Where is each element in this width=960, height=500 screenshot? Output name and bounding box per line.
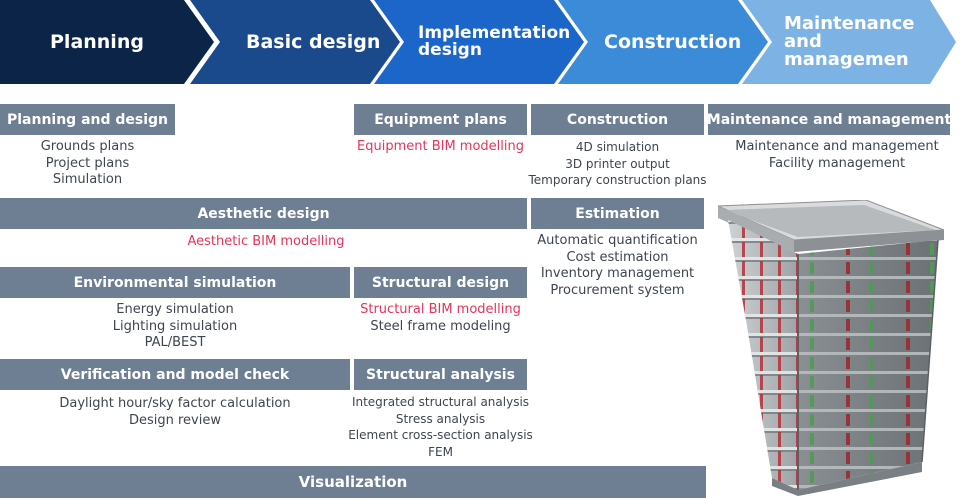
list-environmental-simulation: Energy simulation Lighting simulation PA… bbox=[0, 302, 350, 352]
list-item: Maintenance and management bbox=[735, 139, 939, 154]
stage-label-maintenance: Maintenance and managemen bbox=[784, 13, 915, 70]
stage-arrow-planning: Planning bbox=[0, 0, 214, 84]
header-maintenance: Maintenance and management bbox=[707, 104, 951, 135]
stage-label-construction: Construction bbox=[604, 30, 742, 53]
list-item: Stress analysis bbox=[395, 411, 486, 426]
header-planning-design: Planning and design bbox=[0, 104, 175, 135]
list-item: PAL/BEST bbox=[144, 335, 206, 350]
list-item: FEM bbox=[428, 444, 453, 459]
header-environmental-simulation: Environmental simulation bbox=[0, 267, 350, 298]
list-item: Facility management bbox=[768, 155, 906, 171]
header-visualization: Visualization bbox=[0, 466, 706, 498]
list-item: Simulation bbox=[52, 172, 123, 187]
list-construction: 4D simulation 3D printer output Temporar… bbox=[524, 139, 711, 189]
header-structural-analysis: Structural analysis bbox=[354, 359, 527, 390]
list-structural-design: Structural BIM modelling Steel frame mod… bbox=[347, 302, 534, 335]
header-structural-design: Structural design bbox=[354, 267, 527, 298]
stage-arrow-maintenance: Maintenance and managemen bbox=[742, 0, 960, 84]
stage-arrow-construction: Construction bbox=[558, 0, 768, 84]
header-aesthetic-design: Aesthetic design bbox=[0, 198, 527, 229]
list-item: Project plans bbox=[45, 155, 130, 171]
list-planning-design: Grounds plans Project plans Simulation bbox=[0, 139, 175, 189]
stage-arrow-implementation-design: Implementation design bbox=[374, 0, 584, 84]
list-estimation: Automatic quantification Cost estimation… bbox=[524, 233, 711, 299]
list-item: Grounds plans bbox=[40, 139, 135, 154]
list-item: Daylight hour/sky factor calculation bbox=[59, 396, 291, 411]
stage-arrow-basic-design: Basic design bbox=[190, 0, 400, 84]
list-item: Lighting simulation bbox=[112, 318, 238, 334]
list-item: Equipment BIM modelling bbox=[357, 139, 524, 154]
list-item: Element cross-section analysis bbox=[348, 428, 533, 442]
header-equipment-plans: Equipment plans bbox=[354, 104, 527, 135]
list-item: Steel frame modeling bbox=[370, 318, 511, 334]
stage-label-implementation-design: Implementation design bbox=[418, 23, 571, 60]
stage-label-planning: Planning bbox=[50, 30, 144, 53]
list-verification: Daylight hour/sky factor calculation Des… bbox=[0, 396, 350, 429]
list-item: Inventory management bbox=[540, 266, 695, 281]
list-item: Integrated structural analysis bbox=[351, 395, 530, 409]
list-item: Design review bbox=[128, 412, 221, 428]
list-item: 3D printer output bbox=[565, 156, 670, 171]
list-item: Energy simulation bbox=[116, 302, 234, 317]
list-item: Cost estimation bbox=[566, 249, 669, 265]
stage-label-basic-design: Basic design bbox=[246, 30, 381, 53]
list-item: Automatic quantification bbox=[537, 233, 698, 248]
list-equipment-plans: Equipment BIM modelling bbox=[354, 139, 527, 156]
list-item: Structural BIM modelling bbox=[360, 302, 521, 317]
list-item: 4D simulation bbox=[575, 140, 660, 154]
list-maintenance: Maintenance and management Facility mana… bbox=[708, 139, 960, 172]
list-structural-analysis: Integrated structural analysis Stress an… bbox=[340, 394, 541, 460]
list-item: Temporary construction plans bbox=[528, 173, 707, 187]
list-item: Aesthetic BIM modelling bbox=[187, 234, 345, 249]
list-aesthetic-design: Aesthetic BIM modelling bbox=[0, 234, 532, 251]
header-estimation: Estimation bbox=[531, 198, 704, 229]
header-construction: Construction bbox=[531, 104, 704, 135]
building-bim-model-illustration bbox=[716, 199, 956, 496]
header-verification: Verification and model check bbox=[0, 359, 350, 390]
list-item: Procurement system bbox=[550, 282, 685, 298]
